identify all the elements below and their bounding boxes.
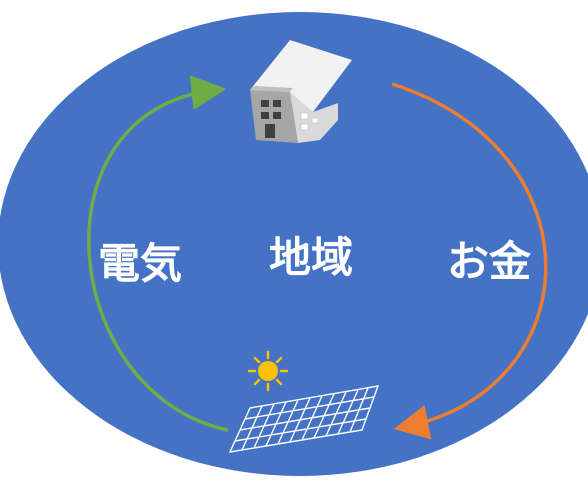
electricity-label: 電気 (98, 239, 182, 288)
money-label: お金 (447, 237, 532, 286)
money-flow-arrow (391, 82, 548, 440)
background-circle (0, 12, 588, 476)
sun-icon (247, 350, 289, 392)
house-icon (250, 40, 352, 143)
community-label: 地域 (269, 233, 353, 282)
solar-panel-icon (228, 385, 380, 453)
electricity-flow-arrow (87, 75, 229, 432)
